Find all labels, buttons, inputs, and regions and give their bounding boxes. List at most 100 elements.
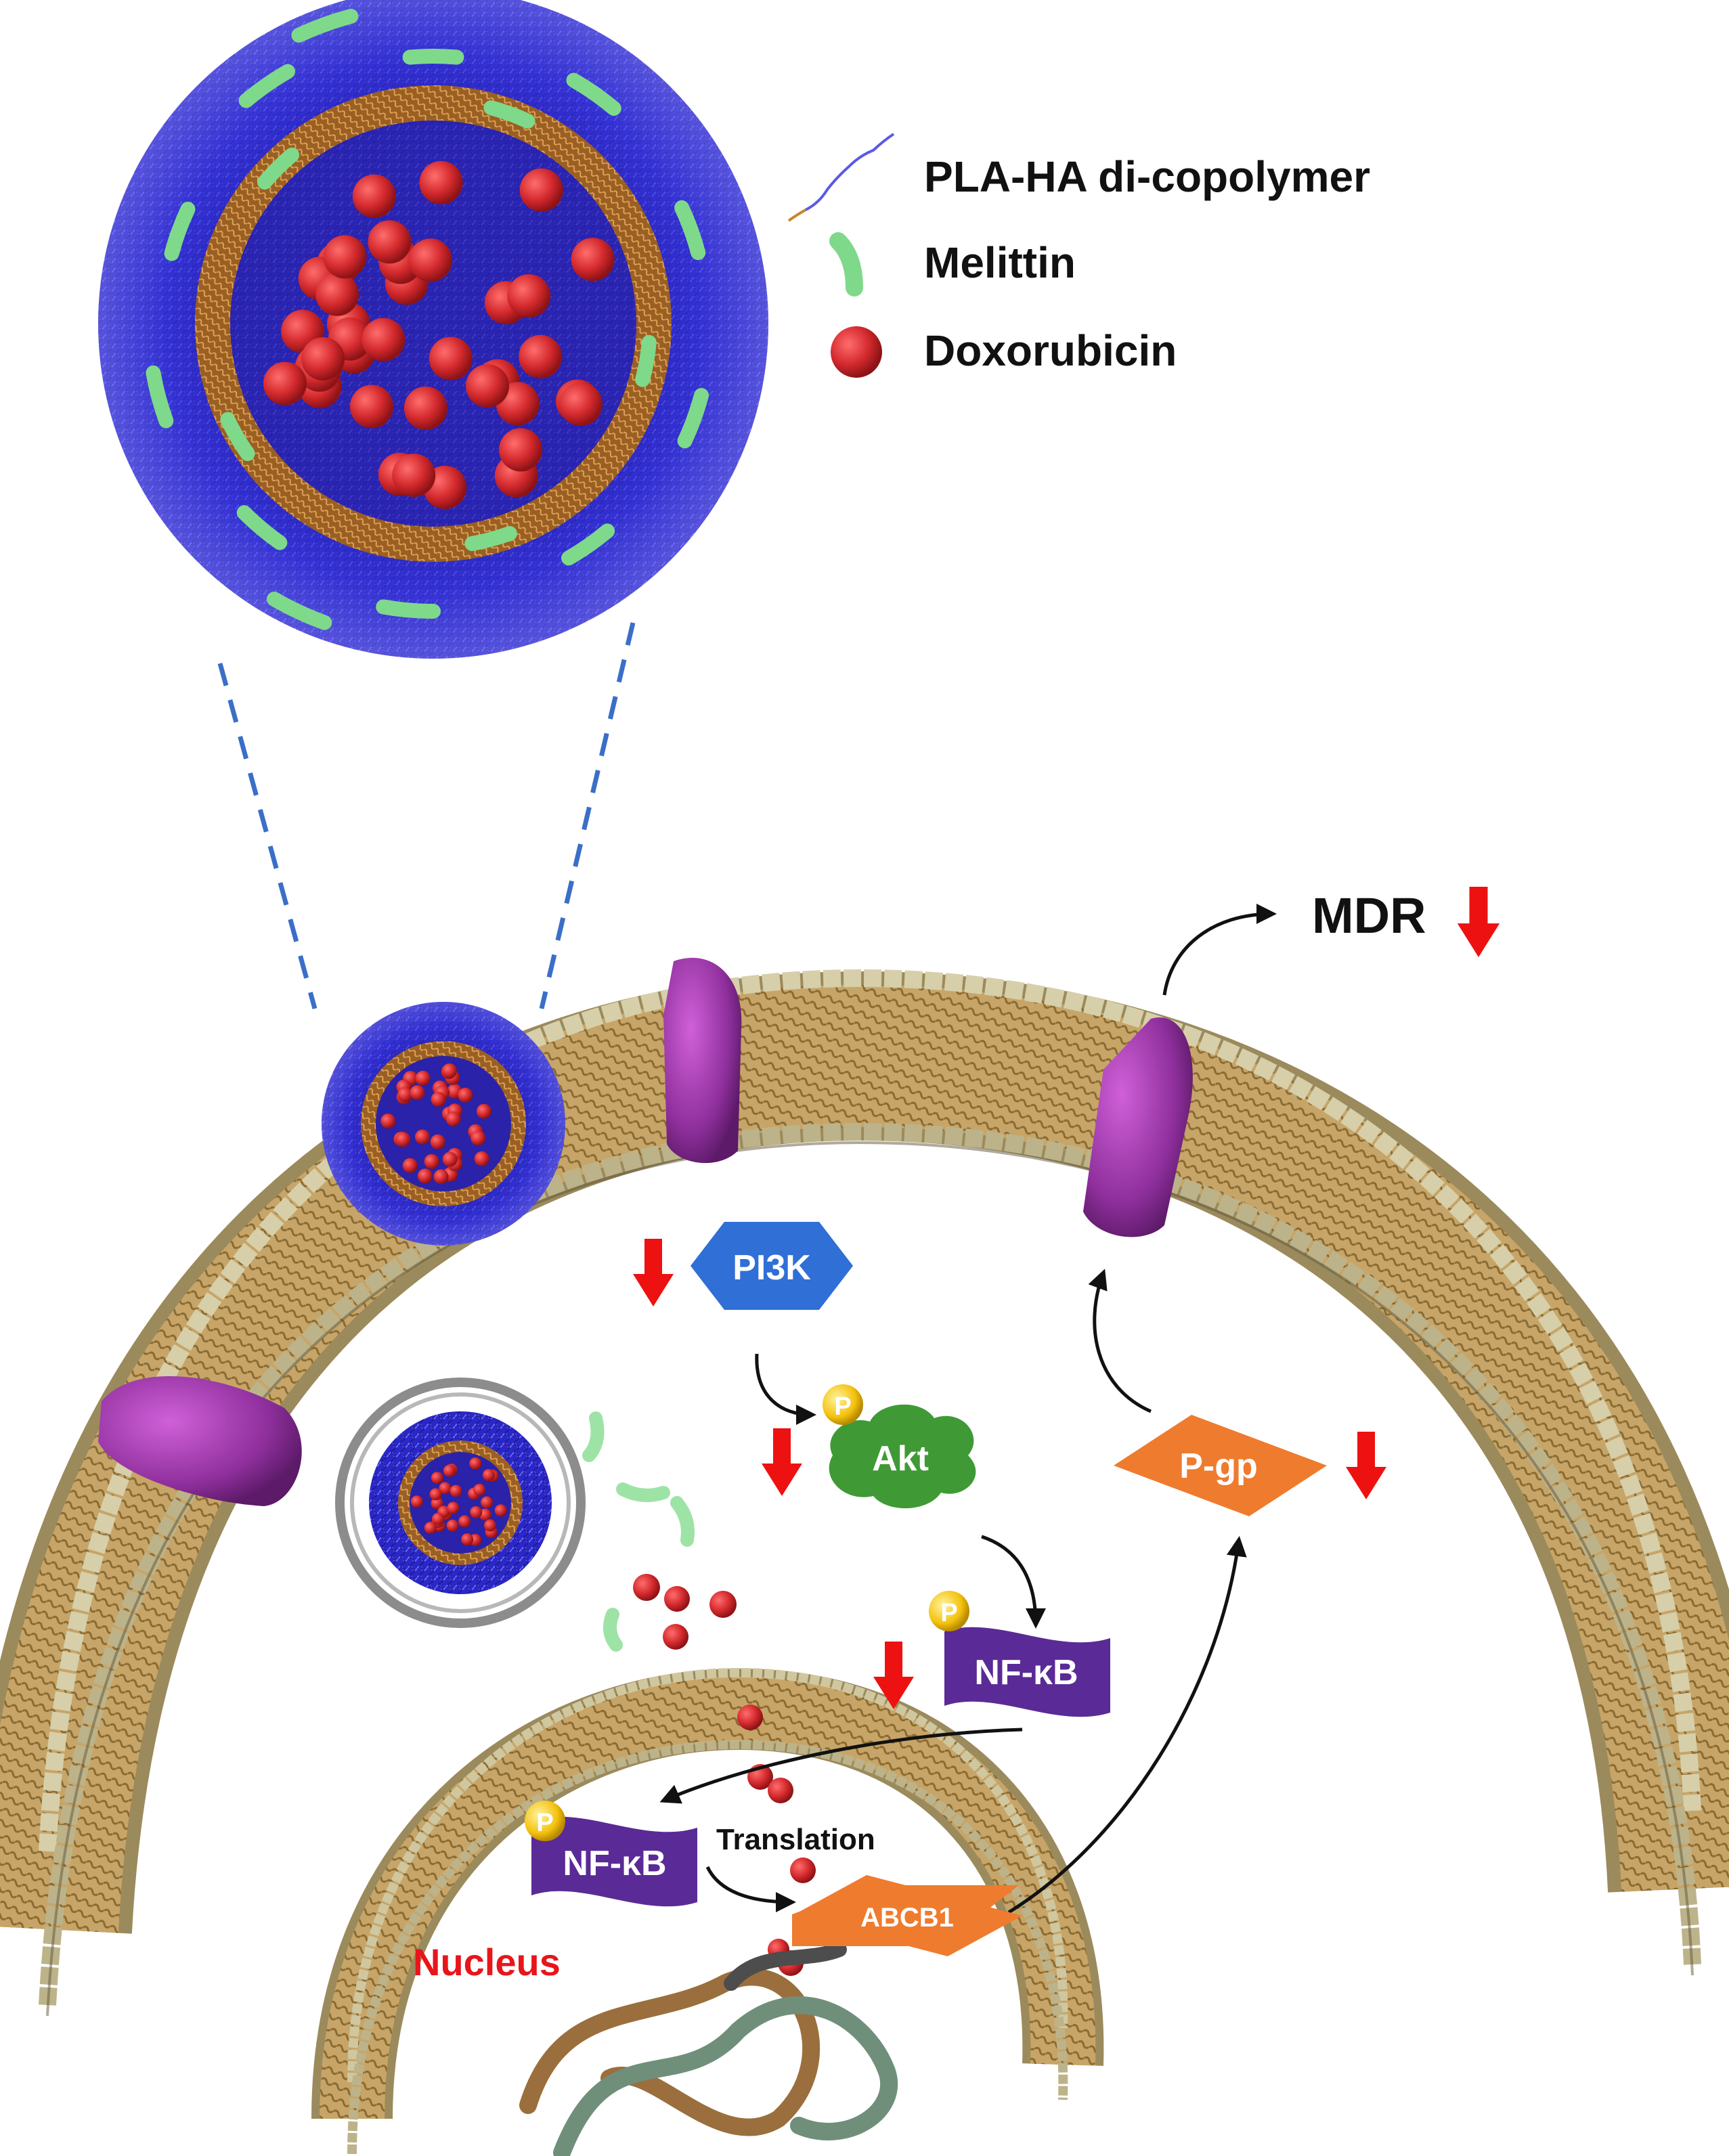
melittin-peptide <box>146 365 174 428</box>
legend-copolymer-label: PLA-HA di-copolymer <box>924 152 1370 201</box>
doxorubicin-particle <box>481 1496 494 1509</box>
melittin-peptide <box>674 200 706 261</box>
doxorubicin-particle <box>433 1169 449 1185</box>
doxorubicin-particle <box>484 1519 496 1532</box>
legend-doxorubicin-label: Doxorubicin <box>924 326 1177 375</box>
doxorubicin-particle <box>447 1501 460 1514</box>
nfkb-nucleus-node: NF-κB P <box>525 1801 697 1907</box>
svg-text:P: P <box>834 1392 851 1421</box>
down-arrow-icon <box>633 1239 674 1306</box>
doxorubicin-particle <box>571 238 615 282</box>
doxorubicin-particle <box>362 317 406 361</box>
doxorubicin-particle <box>494 1504 507 1517</box>
doxorubicin-particle <box>424 1522 437 1535</box>
doxorubicin-particle <box>470 1505 483 1518</box>
translation-label: Translation <box>716 1823 875 1856</box>
doxorubicin-particle <box>519 168 563 212</box>
melittin-peptide <box>291 9 359 43</box>
pgp-transporter-membrane <box>1083 1017 1193 1237</box>
akt-label: Akt <box>872 1439 929 1478</box>
melittin-peptide <box>257 148 300 190</box>
melittin-peptide <box>164 202 196 261</box>
doxorubicin-particle <box>410 1085 425 1101</box>
doxorubicin-particle <box>380 1114 396 1129</box>
akt-node: Akt P <box>823 1384 976 1509</box>
membrane-transporter-left <box>98 1376 302 1506</box>
doxorubicin-particle <box>482 1469 495 1482</box>
down-arrow-icon <box>1457 887 1500 957</box>
doxorubicin-particle <box>368 220 412 264</box>
doxorubicin-particle <box>352 174 396 218</box>
doxorubicin-particle <box>392 454 436 498</box>
melittin-peptide <box>402 49 464 65</box>
nfkb-nucleus-label: NF-κB <box>563 1844 666 1883</box>
doxorubicin-particle <box>458 1515 471 1528</box>
doxorubicin-particle <box>479 1508 491 1521</box>
cell-membrane <box>0 969 1729 2017</box>
doxorubicin-particle <box>445 1112 461 1126</box>
doxorubicin-particle <box>441 1063 457 1078</box>
nanoparticle-large <box>98 0 768 659</box>
doxorubicin-particle <box>442 1151 458 1167</box>
doxorubicin-particle <box>461 1533 474 1546</box>
released-doxorubicin <box>633 1574 737 1650</box>
phosphate-icon: P <box>929 1591 969 1631</box>
doxorubicin-particle <box>507 274 551 318</box>
doxorubicin-particle <box>301 337 345 381</box>
endosome <box>335 1378 586 1628</box>
doxorubicin-particle <box>410 1495 423 1508</box>
doxorubicin-particle <box>450 1484 462 1497</box>
mdr-label: MDR <box>1312 887 1426 944</box>
nfkb-cytoplasm-label: NF-κB <box>974 1653 1078 1692</box>
doxorubicin-particle <box>443 1464 456 1477</box>
abcb1-node: ABCB1 <box>792 1875 1022 1956</box>
doxorubicin-particle <box>519 334 563 378</box>
doxorubicin-particle <box>432 1512 445 1525</box>
melittin-peptide <box>464 526 517 551</box>
melittin-peptide <box>236 505 288 550</box>
phosphate-icon: P <box>823 1384 863 1425</box>
melittin-icon <box>829 232 863 296</box>
melittin-peptide <box>561 523 615 566</box>
doxorubicin-particle <box>473 1483 486 1496</box>
melittin-peptide <box>376 599 441 619</box>
doxorubicin-particle <box>470 1130 486 1146</box>
pi3k-node: PI3K <box>691 1222 853 1310</box>
melittin-peptide <box>483 100 535 129</box>
melittin-peptide <box>566 72 621 116</box>
doxorubicin-particle <box>431 1092 446 1107</box>
melittin-peptide <box>238 64 295 108</box>
doxorubicin-particle <box>439 1482 452 1495</box>
released-melittin <box>582 1411 695 1652</box>
doxorubicin-particle <box>402 1158 418 1173</box>
copolymer-icon <box>787 133 895 222</box>
pi3k-label: PI3K <box>732 1248 811 1288</box>
doxorubicin-particle <box>397 1086 413 1102</box>
pgp-node: P-gp <box>1114 1415 1327 1516</box>
down-arrow-icon <box>1346 1432 1386 1499</box>
legend: PLA-HA di-copolymer Melittin Doxorubicin <box>787 133 1370 378</box>
doxorubicin-particle <box>458 1087 473 1103</box>
doxorubicin-icon <box>831 326 882 378</box>
doxorubicin-particle <box>469 1457 482 1470</box>
svg-text:P: P <box>940 1599 957 1627</box>
nucleus-label: Nucleus <box>413 1941 561 1983</box>
abcb1-label: ABCB1 <box>860 1903 954 1933</box>
doxorubicin-particle <box>315 272 359 316</box>
membrane-transporter-top <box>663 957 742 1164</box>
dna-icon <box>519 1942 898 2156</box>
phosphate-icon: P <box>525 1801 565 1841</box>
melittin-peptide <box>677 388 709 449</box>
doxorubicin-particle <box>415 1070 431 1086</box>
doxorubicin-particle <box>430 1134 445 1149</box>
melittin-peptide <box>267 592 332 630</box>
doxorubicin-particle <box>429 336 473 380</box>
pathway-arrows <box>659 904 1277 1914</box>
nucleus-membrane <box>311 1667 1104 2155</box>
doxorubicin-particle <box>559 382 603 426</box>
doxorubicin-particle <box>429 1488 442 1501</box>
doxorubicin-particle <box>431 1472 443 1484</box>
doxorubicin-particle <box>474 1151 489 1166</box>
melittin-peptide <box>635 334 657 387</box>
